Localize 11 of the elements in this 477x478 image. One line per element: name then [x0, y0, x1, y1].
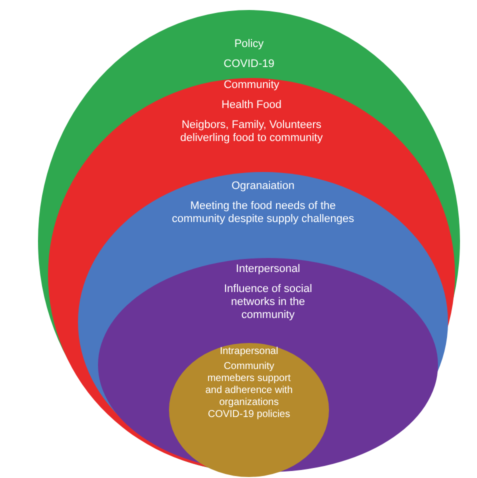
level-description: Health Food [222, 99, 282, 112]
level-description: COVID-19 [224, 58, 274, 71]
level-description: Influence of social networks in the community [222, 283, 314, 322]
level-heading: Ogranaiation [232, 180, 294, 193]
level-description: Community memebers support and adherence with organizations COVID-19 policies [205, 361, 293, 421]
level-heading: Interpersonal [236, 263, 300, 276]
level-heading: Policy [234, 38, 264, 51]
level-description: Neigbors, Family, Volunteers deliverling food to community [179, 119, 324, 145]
level-description: Meeting the food needs of the community despite supply challenges [170, 200, 356, 226]
level-heading: Community [224, 79, 280, 92]
level-heading: Intrapersonal [220, 346, 278, 358]
